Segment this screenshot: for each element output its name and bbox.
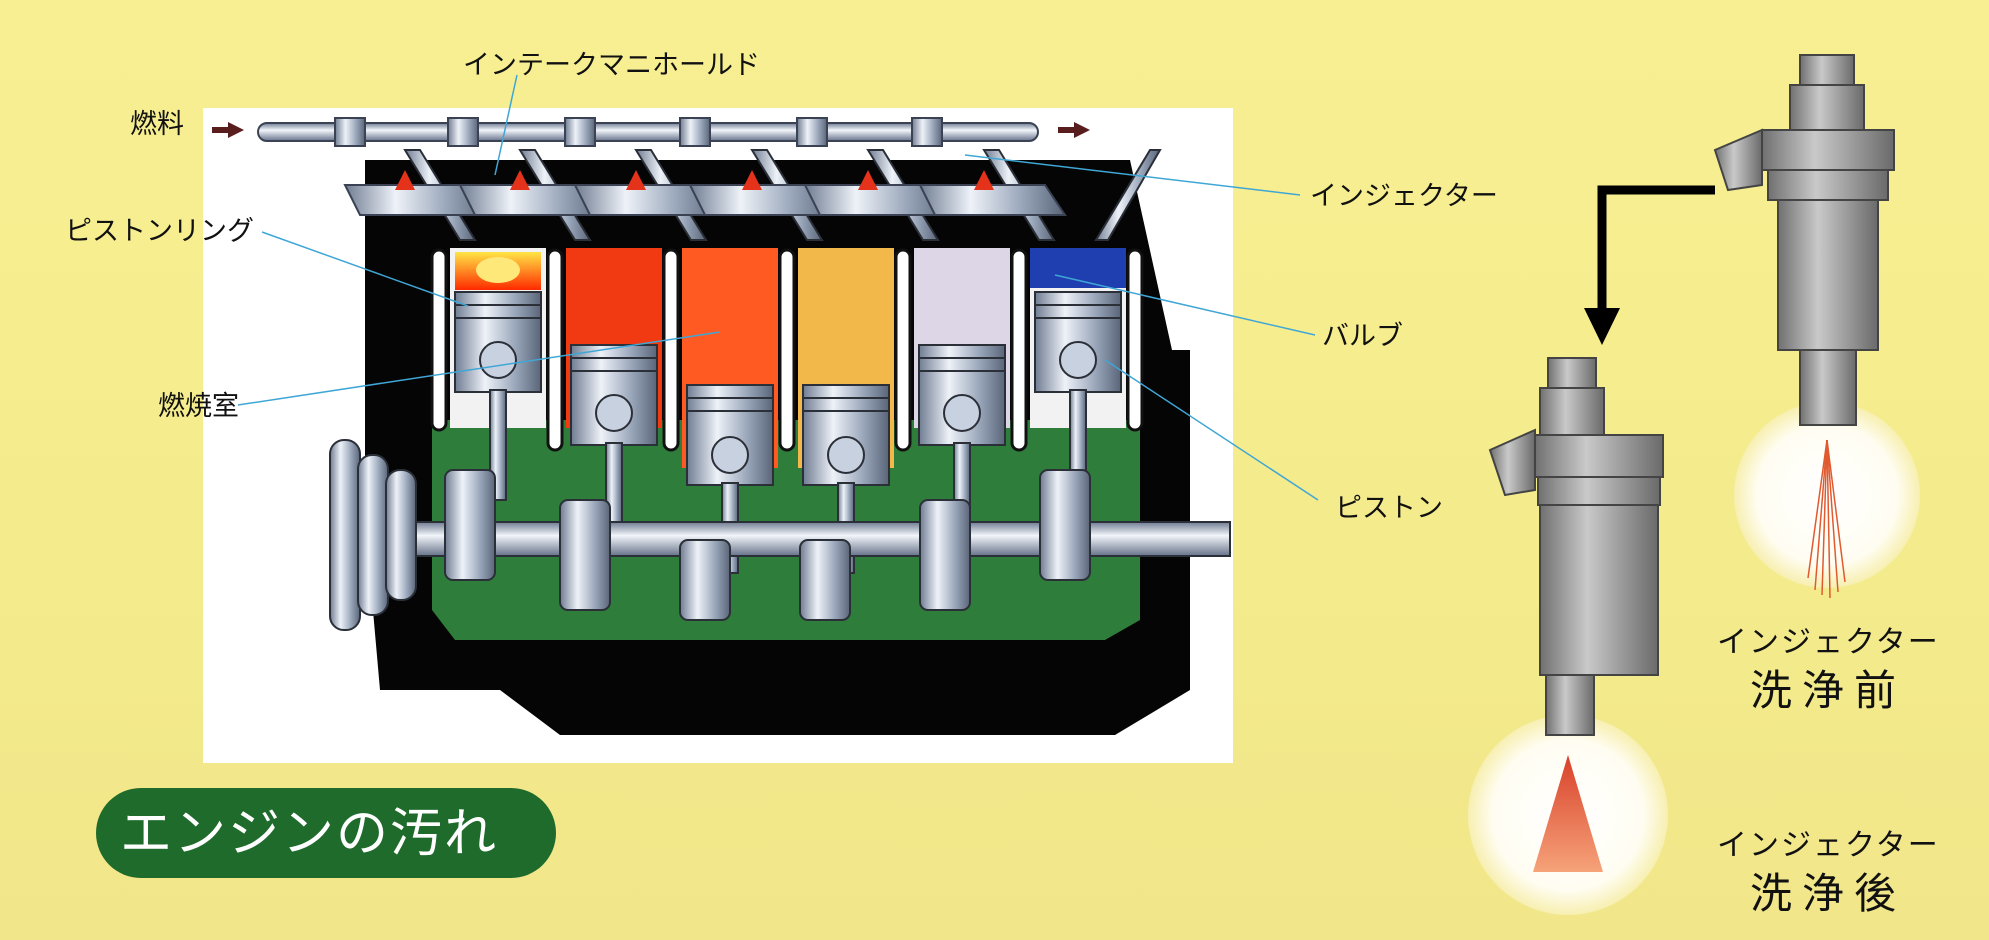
- caption-before-line2: 洗浄前: [1750, 666, 1906, 715]
- label-valve: バルブ: [1322, 321, 1403, 352]
- label-injector: インジェクター: [1310, 181, 1498, 212]
- label-intake-manifold: インテークマニホールド: [463, 50, 760, 81]
- spray-glow-before: [1734, 402, 1920, 588]
- page-title: エンジンの汚れ: [120, 804, 498, 864]
- spray-after: [1533, 755, 1603, 872]
- injector-before: [1713, 54, 1895, 426]
- crankshaft: [379, 469, 1231, 621]
- cylinder-walls: [430, 248, 1144, 452]
- label-fuel: 燃料: [130, 109, 184, 140]
- label-piston: ピストン: [1335, 493, 1443, 524]
- injector-after: [1488, 357, 1664, 736]
- label-combustion-chamber: 燃焼室: [158, 391, 239, 422]
- fuel-arrows: [212, 122, 1090, 138]
- injector-sprays: [395, 170, 994, 190]
- leader-lines: [237, 74, 1319, 501]
- caption-before-line1: インジェクター: [1717, 625, 1940, 660]
- before-to-after-arrow: [1584, 185, 1715, 345]
- label-piston-ring: ピストンリング: [65, 216, 254, 247]
- spray-before: [1807, 439, 1846, 599]
- title-badge: [96, 788, 556, 878]
- intake-manifold: [343, 184, 1067, 216]
- caption-after-line2: 洗浄後: [1750, 869, 1906, 918]
- fuel-rail: [257, 117, 1039, 147]
- pulley: [329, 439, 417, 631]
- cylinder-6: [1030, 248, 1126, 288]
- caption-after-line1: インジェクター: [1717, 828, 1940, 863]
- pistons: [454, 291, 1122, 486]
